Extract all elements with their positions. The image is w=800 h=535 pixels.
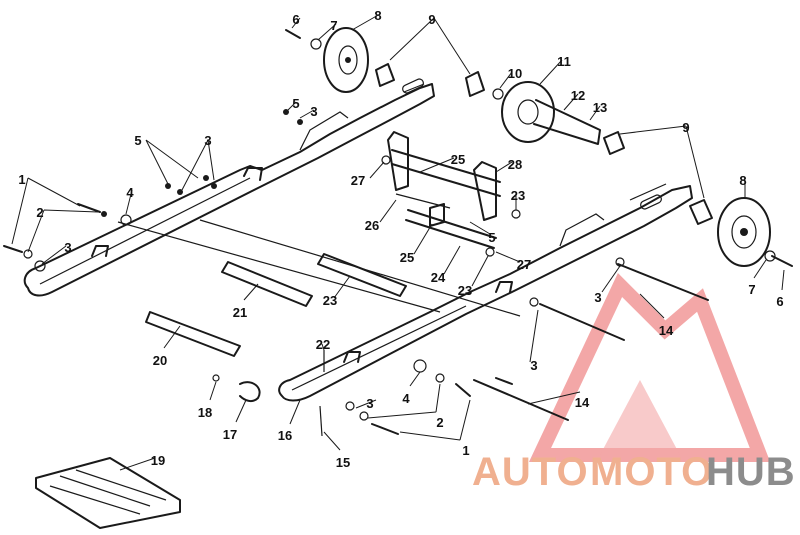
idler-wheel-right	[717, 197, 771, 267]
callout-18: 18	[198, 405, 212, 420]
callout-2: 2	[436, 415, 443, 430]
callout-3: 3	[204, 133, 211, 148]
callout-27: 27	[517, 257, 531, 272]
callout-1: 1	[18, 172, 25, 187]
callout-17: 17	[223, 427, 237, 442]
callout-3: 3	[530, 358, 537, 373]
callout-1: 1	[462, 443, 469, 458]
long-bolts	[473, 263, 709, 421]
slide-plate	[35, 457, 181, 529]
callout-5: 5	[134, 133, 141, 148]
callout-20: 20	[153, 353, 167, 368]
left-rail	[23, 78, 435, 297]
callout-12: 12	[571, 88, 585, 103]
callout-25: 25	[451, 152, 465, 167]
callout-28: 28	[508, 157, 522, 172]
callout-23: 23	[458, 283, 472, 298]
callout-3: 3	[310, 104, 317, 119]
leader-lines	[11, 13, 785, 471]
callout-23: 23	[323, 293, 337, 308]
idler-wheel-upper-right	[501, 81, 601, 145]
callout-7: 7	[748, 282, 755, 297]
callout-2: 2	[36, 205, 43, 220]
callout-27: 27	[351, 173, 365, 188]
mount-brackets	[375, 63, 713, 225]
callout-19: 19	[151, 453, 165, 468]
callout-26: 26	[365, 218, 379, 233]
callout-15: 15	[336, 455, 350, 470]
watermark-moto: MOTO	[590, 450, 713, 494]
callout-3: 3	[64, 240, 71, 255]
idler-wheel-upper-left	[323, 27, 369, 93]
callout-24: 24	[431, 270, 446, 285]
callout-6: 6	[776, 294, 783, 309]
callout-11: 11	[557, 54, 571, 69]
callout-3: 3	[594, 290, 601, 305]
callout-23: 23	[511, 188, 525, 203]
callout-5: 5	[292, 96, 299, 111]
watermark-auto: AUTO	[472, 450, 589, 494]
callout-22: 22	[316, 337, 330, 352]
callout-16: 16	[278, 428, 292, 443]
watermark-hub: HUB	[706, 450, 796, 494]
callout-5: 5	[488, 230, 495, 245]
callout-6: 6	[292, 12, 299, 27]
callout-25: 25	[400, 250, 414, 265]
callout-14: 14	[659, 323, 674, 338]
callout-21: 21	[233, 305, 247, 320]
callout-8: 8	[739, 173, 746, 188]
right-rail	[278, 183, 693, 402]
watermark-text: AUTO MOTO HUB	[472, 450, 796, 494]
callout-4: 4	[126, 185, 134, 200]
callout-13: 13	[593, 100, 607, 115]
cross-shafts	[117, 131, 521, 357]
callout-7: 7	[330, 18, 337, 33]
callout-10: 10	[508, 66, 522, 81]
callout-8: 8	[374, 8, 381, 23]
callout-3: 3	[366, 396, 373, 411]
watermark-logo	[528, 273, 771, 462]
callout-14: 14	[575, 395, 590, 410]
callout-9: 9	[682, 120, 689, 135]
hardware	[3, 29, 793, 437]
callout-9: 9	[428, 12, 435, 27]
callout-4: 4	[402, 391, 410, 406]
